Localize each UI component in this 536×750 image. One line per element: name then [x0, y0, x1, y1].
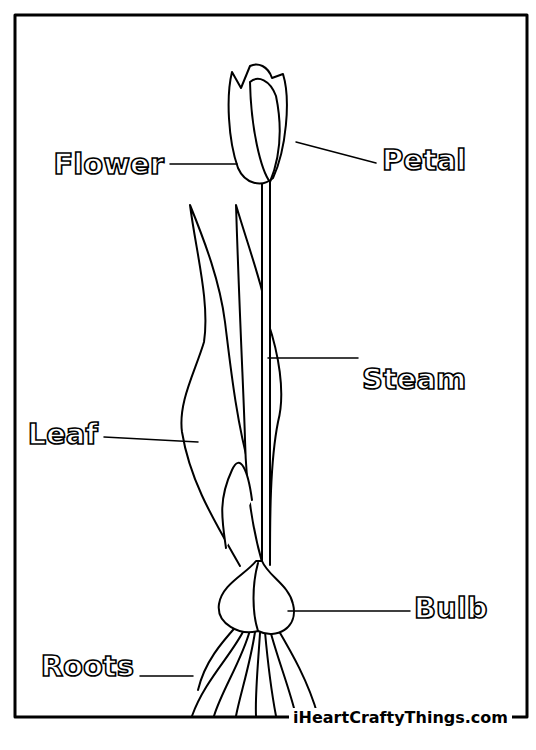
part-label: Petal [382, 146, 466, 175]
part-label: Leaf [28, 420, 98, 449]
flower-head [229, 65, 287, 184]
part-label: Bulb [414, 594, 487, 623]
stem-line [261, 180, 263, 565]
page-border [15, 15, 527, 717]
part-label: Flower [54, 150, 164, 179]
roots [192, 622, 318, 716]
front-petal [250, 79, 280, 182]
bulb-shape [219, 561, 294, 634]
part-label: Roots [41, 652, 134, 681]
middle-leaf-fold [222, 463, 252, 548]
leader-lines [104, 142, 410, 676]
watermark: iHeartCraftyThings.com [289, 708, 512, 727]
part-label: Steam [362, 365, 466, 394]
bulb-line [254, 563, 259, 631]
stem-line [269, 180, 271, 565]
